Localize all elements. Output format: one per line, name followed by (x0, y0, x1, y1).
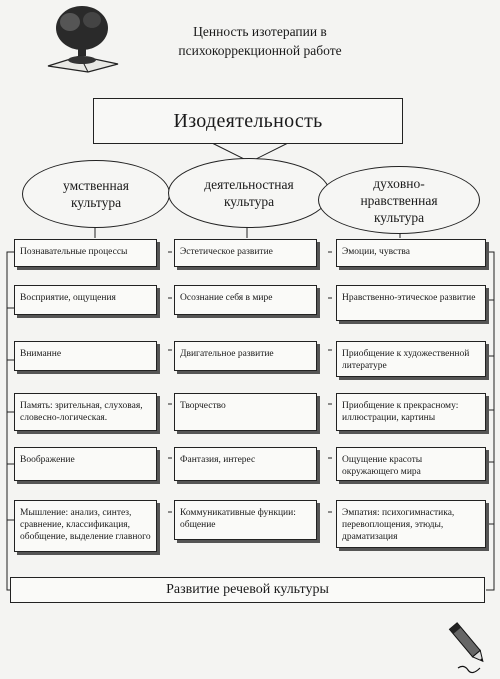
list-item: Ощущение красоты окружающего мира (336, 447, 486, 481)
page-title: Ценность изотерапии в психокоррекционной… (178, 24, 342, 58)
list-item: Коммуникативные функции: общение (174, 500, 317, 540)
list-item: Приобщение к художественной литературе (336, 341, 486, 377)
list-item: Эмоции, чувства (336, 239, 486, 267)
list-item: Двигательное развитие (174, 341, 317, 371)
left-ticks (7, 307, 14, 521)
culture-spiritual: духовно-нравственная культура (318, 166, 480, 234)
list-item: Нравственно-этическое развитие (336, 285, 486, 321)
culture-label: деятельностная культура (204, 177, 294, 209)
left-bracket (6, 251, 14, 591)
list-item: Память: зрительная, слуховая, словесно-л… (14, 393, 157, 431)
culture-activity: деятельностная культура (168, 158, 330, 228)
list-item: Восприятие, ощущения (14, 285, 157, 315)
list-item: Воображение (14, 447, 157, 481)
list-item: Эстетическое развитие (174, 239, 317, 267)
list-item: Познавательные процессы (14, 239, 157, 267)
footer-box: Развитие речевой культуры (10, 577, 485, 603)
list-item: Эмпатия: психогимнастика, перевоплощения… (336, 500, 486, 548)
right-ticks (488, 299, 494, 525)
culture-label: умственная культура (63, 178, 129, 210)
list-item: Вниманне (14, 341, 157, 371)
list-item: Творчество (174, 393, 317, 431)
list-item: Приобщение к прекрасному: иллюстрации, к… (336, 393, 486, 431)
mid-ticks-2 (328, 251, 332, 513)
list-item: Мышление: анализ, синтез, сравнение, кла… (14, 500, 157, 552)
culture-mental: умственная культура (22, 160, 170, 228)
list-item: Фантазия, интерес (174, 447, 317, 481)
right-bracket (486, 251, 495, 591)
pencil-icon (448, 618, 492, 674)
mid-ticks (168, 251, 172, 513)
culture-label: духовно-нравственная культура (360, 175, 438, 225)
tree-book-icon (42, 2, 124, 74)
list-item: Осознание себя в мире (174, 285, 317, 315)
main-activity-box: Изодеятельность (93, 98, 403, 144)
